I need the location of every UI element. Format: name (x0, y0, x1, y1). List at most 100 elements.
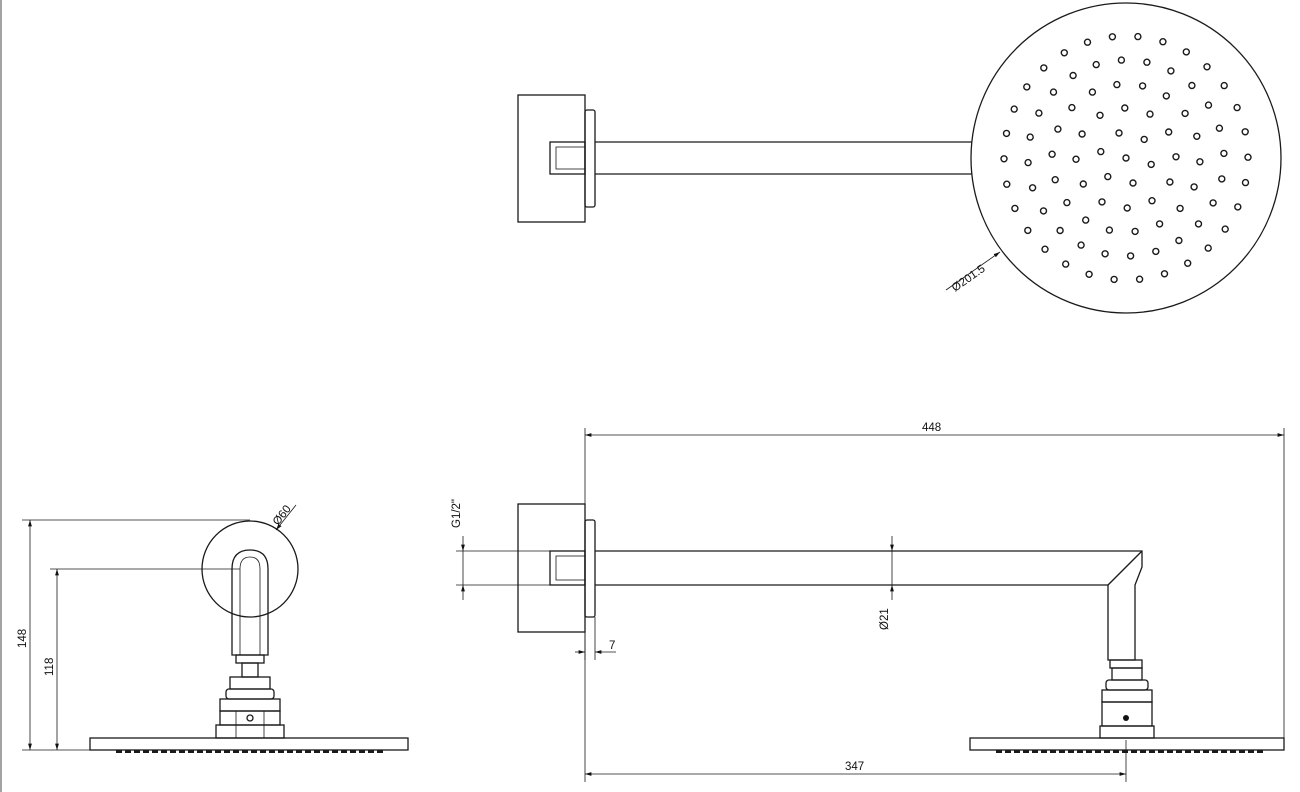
wall-section-front (517, 503, 586, 633)
nozzle (1218, 175, 1226, 183)
wall-flange-front (584, 519, 596, 618)
nozzle (1167, 67, 1175, 75)
nozzle-tip (1041, 750, 1047, 753)
nozzle (1024, 158, 1032, 167)
total-length-label: 448 (922, 422, 941, 434)
nozzle (1078, 130, 1086, 138)
nozzle (1126, 252, 1135, 260)
nozzle (1085, 270, 1093, 278)
nozzle (1152, 247, 1160, 256)
nozzle-tip (1194, 750, 1200, 753)
nozzle (1138, 82, 1147, 90)
nozzle (1056, 226, 1064, 235)
nozzle (1088, 88, 1097, 96)
nozzle (1072, 155, 1080, 163)
nozzle (1098, 198, 1106, 206)
nozzle-tip (1023, 750, 1029, 753)
nozzle (1148, 196, 1156, 205)
nozzle (1131, 227, 1139, 236)
nozzle-tip (1176, 750, 1182, 753)
nozzle-tip (269, 750, 275, 753)
nozzle (1051, 175, 1059, 184)
nozzle-tip (1086, 750, 1092, 753)
nozzle-tip (1158, 750, 1164, 753)
nozzle (1108, 33, 1117, 41)
nozzle (1121, 104, 1129, 112)
nozzle-tip (323, 750, 329, 753)
nozzle-tip (197, 750, 203, 753)
nozzle (1113, 80, 1121, 89)
nozzle (1010, 105, 1018, 113)
nozzle-tip (260, 750, 266, 753)
nozzle-tip (1068, 750, 1074, 753)
nozzle (1002, 129, 1011, 138)
nozzle-tip (143, 750, 149, 753)
nozzle (1204, 244, 1212, 252)
nozzle (1122, 154, 1130, 162)
nozzle (1190, 183, 1198, 191)
nozzle (1147, 160, 1155, 169)
nozzle-tip (125, 750, 131, 753)
top-view: Ø201.5 (517, 2, 1282, 314)
nozzle-tip (161, 750, 167, 753)
nozzle-tip (305, 750, 311, 753)
nozzle (1134, 32, 1142, 41)
nozzle-tip (170, 750, 176, 753)
nozzle (1011, 204, 1019, 213)
nozzle (1039, 207, 1048, 215)
nozzle (1040, 64, 1048, 72)
nozzle (1063, 198, 1071, 207)
nozzle (1023, 83, 1031, 91)
wall-flange-top (584, 109, 596, 208)
nozzle (1110, 275, 1118, 284)
nozzle (1049, 88, 1058, 96)
nozzle (1117, 56, 1126, 64)
nozzle (1000, 155, 1008, 163)
nozzle (1172, 153, 1180, 161)
nozzle (1196, 158, 1204, 166)
nozzle (1188, 81, 1196, 90)
nozzle-tip (233, 750, 239, 753)
nozzle (1220, 149, 1228, 158)
head-plate-side (89, 737, 409, 751)
nozzle-tip (278, 750, 284, 753)
nozzle (1181, 109, 1189, 118)
nozzle-tip (1104, 750, 1110, 753)
nozzle-tip (332, 750, 338, 753)
nozzle-tip (1140, 750, 1146, 753)
nozzle-tip (206, 750, 212, 753)
nozzle-tip (188, 750, 194, 753)
nozzle (1105, 226, 1114, 234)
nozzle (1068, 103, 1076, 112)
nozzle (1160, 270, 1169, 278)
center-distance-label: 347 (845, 761, 864, 773)
nozzle (1215, 124, 1224, 132)
nozzle (1175, 236, 1183, 245)
nozzle (1028, 184, 1037, 192)
nozzle-tip (1095, 750, 1101, 753)
nozzle (1101, 250, 1109, 258)
nozzle (1077, 241, 1085, 249)
nozzle (1155, 220, 1164, 228)
nozzle-tip (1122, 750, 1128, 753)
nozzle (1024, 226, 1032, 235)
nozzle-tip (116, 750, 122, 753)
nozzle-tip (359, 750, 365, 753)
nozzle (1221, 225, 1229, 233)
flange-thickness-label: 7 (609, 640, 615, 652)
nozzle-tip (1239, 750, 1245, 753)
nozzle-tip (152, 750, 158, 753)
nozzle-tip (314, 750, 320, 753)
head-diameter-leader (945, 251, 1001, 291)
nozzle-tip (251, 750, 257, 753)
nozzle-tip (1185, 750, 1191, 753)
nozzle (1054, 125, 1062, 133)
nozzle (1061, 260, 1070, 268)
nozzle (1140, 135, 1148, 144)
nozzle (1026, 133, 1034, 141)
nozzle-tip (296, 750, 302, 753)
nozzle-tip (1032, 750, 1038, 753)
flange-diameter-label: Ø60 (271, 503, 294, 528)
nozzle (1176, 204, 1184, 213)
